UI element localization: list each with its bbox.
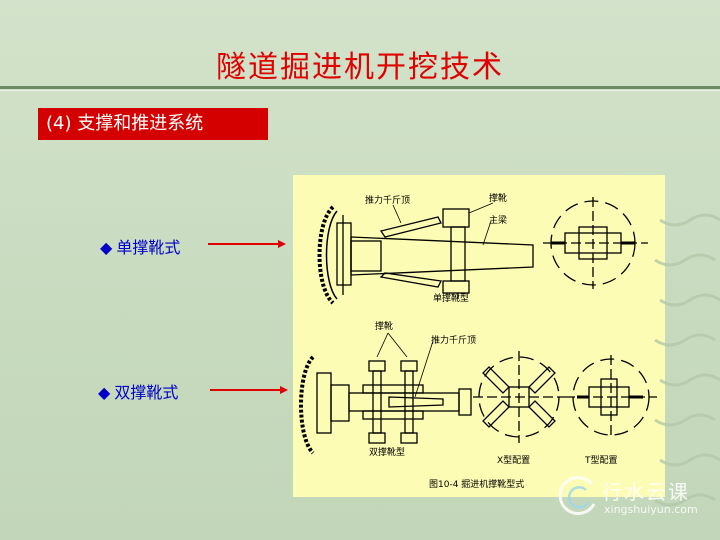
label-thrust-jack-top: 推力千斤顶 — [365, 194, 410, 206]
watermark-text: 行水云课 — [602, 480, 690, 504]
label-gripper-bottom: 撑靴 — [375, 320, 393, 332]
arrow-right-icon — [210, 386, 288, 394]
title-divider-highlight — [0, 90, 720, 91]
label-thrust-jack-bottom: 推力千斤顶 — [431, 334, 476, 346]
bullet-label: 双撑靴式 — [114, 383, 179, 402]
label-double-type: 双撑靴型 — [369, 446, 405, 458]
label-gripper-top: 撑靴 — [489, 192, 507, 204]
label-single-type: 单撑靴型 — [433, 292, 469, 304]
label-t-config: T型配置 — [584, 455, 618, 466]
gripper-diagram: 推力千斤顶 撑靴 主梁 单撑靴型 撑靴 推力千斤顶 双撑靴型 X型配置 T型配置… — [299, 192, 657, 490]
label-x-config: X型配置 — [497, 455, 530, 466]
gripper-diagram-figure: 推力千斤顶 撑靴 主梁 单撑靴型 撑靴 推力千斤顶 双撑靴型 X型配置 T型配置… — [293, 175, 665, 497]
bullet-double-gripper: ◆双撑靴式 — [98, 383, 178, 403]
arrow-right-icon — [208, 240, 286, 248]
slide-title: 隧道掘进机开挖技术 — [216, 50, 504, 85]
bullet-label: 单撑靴式 — [116, 238, 181, 257]
watermark-logo-icon — [558, 476, 596, 515]
single-gripper-drawing — [317, 197, 648, 305]
bullet-single-gripper: ◆单撑靴式 — [100, 238, 180, 258]
double-gripper-drawing — [299, 332, 657, 455]
watermark: 行水云课 xingshuiyun.com — [556, 470, 706, 530]
diamond-bullet-icon: ◆ — [100, 238, 113, 257]
label-main-beam: 主梁 — [489, 214, 507, 226]
decorative-texture — [654, 213, 720, 507]
watermark-url: xingshuiyun.com — [604, 503, 698, 516]
title-divider — [0, 86, 720, 89]
section-label: (4) 支撑和推进系统 — [38, 108, 268, 140]
figure-caption: 图10-4 掘进机撑靴型式 — [429, 478, 524, 490]
diamond-bullet-icon: ◆ — [98, 383, 111, 402]
